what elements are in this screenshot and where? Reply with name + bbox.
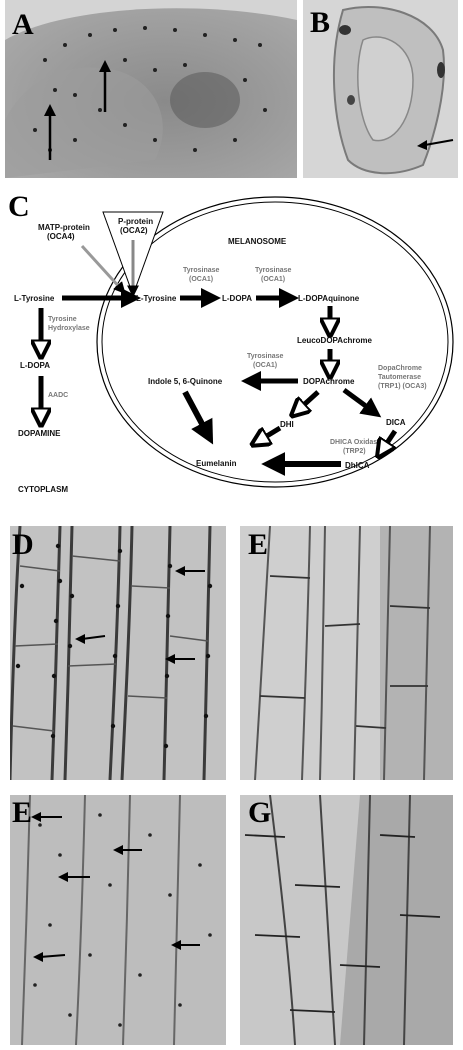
matp-oca4: (OCA4) [47, 232, 75, 241]
dct-label-2: Tautomerase [378, 374, 421, 381]
tyrosinase-1-label: Tyrosinase [183, 267, 220, 274]
dopachrome-label: DOPAchrome [303, 377, 355, 386]
panel-g-image [240, 795, 453, 1045]
panel-label-g: G [248, 796, 272, 829]
matp-arrow [80, 244, 126, 294]
tyrosinase-2-oca1: (OCA1) [261, 276, 285, 283]
tyrosinase-3-oca1: (OCA1) [253, 362, 277, 369]
arrow-dica-to-dhica [381, 429, 398, 452]
panel-label-c: C [8, 190, 30, 223]
indole-quinone-label: Indole 5, 6-Quinone [148, 377, 223, 386]
cytoplasm-label: CYTOPLASM [18, 485, 68, 494]
aadc-label: AADC [48, 392, 68, 399]
matp-label: MATP-protein [38, 223, 90, 232]
panel-e-bottom-image [10, 795, 226, 1045]
arrow-indole-to-eumelanin [182, 390, 214, 445]
l-tyrosine-cytoplasm: L-Tyrosine [14, 294, 55, 303]
panel-d-image [10, 526, 226, 780]
panel-e-top-image [240, 526, 453, 780]
arrow-dopachrome-to-dhi [296, 390, 320, 412]
dhica-label: DhICA [345, 461, 370, 470]
dhica-oxidase-label: DHICA Oxidase [330, 439, 381, 446]
tyrosinase-1-oca1: (OCA1) [189, 276, 213, 283]
melanin-pathway-diagram: P-protein (OCA2) MATP-protein (OCA4) MEL… [14, 196, 454, 494]
panel-label-e-bottom: E [12, 796, 33, 829]
p-protein-label: P-protein [118, 217, 153, 226]
melanosome-label: MELANOSOME [228, 237, 287, 246]
leucodopachrome-label: LeucoDOPAchrome [297, 336, 373, 345]
eumelanin-label: Eumelanin [196, 459, 237, 468]
dhi-label: DHI [280, 420, 294, 429]
dct-label-3: (TRP1) (OCA3) [378, 383, 427, 390]
l-tyrosine-melanosome: L-Tyrosine [136, 294, 177, 303]
panel-label-b: B [310, 6, 331, 39]
panel-label-e-top: E [248, 528, 269, 561]
l-dopa-cytoplasm: L-DOPA [20, 361, 50, 370]
dct-label-1: DopaChrome [378, 365, 422, 372]
tyrosine-hydroxylase-label-2: Hydroxylase [48, 325, 90, 332]
melanosome-membrane-outer [96, 196, 454, 488]
l-dopa-melanosome: L-DOPA [222, 294, 252, 303]
arrow-dhi-to-eumelanin [257, 425, 282, 442]
panel-b-image [303, 0, 458, 178]
panel-label-d: D [12, 528, 34, 561]
l-dopaquinone: L-DOPAquinone [298, 294, 360, 303]
dica-label: DICA [386, 418, 406, 427]
dhica-oxidase-trp2: (TRP2) [343, 448, 366, 455]
tyrosinase-2-label: Tyrosinase [255, 267, 292, 274]
panel-a-image [5, 0, 297, 178]
tyrosine-hydroxylase-label: Tyrosine [48, 316, 77, 323]
dopamine-label: DOPAMINE [18, 429, 61, 438]
tyrosinase-3-label: Tyrosinase [247, 353, 284, 360]
melanosome-membrane-inner [101, 201, 449, 483]
p-protein-oca2: (OCA2) [120, 226, 148, 235]
panel-label-a: A [12, 8, 34, 41]
arrow-dopachrome-to-dica [342, 387, 382, 418]
